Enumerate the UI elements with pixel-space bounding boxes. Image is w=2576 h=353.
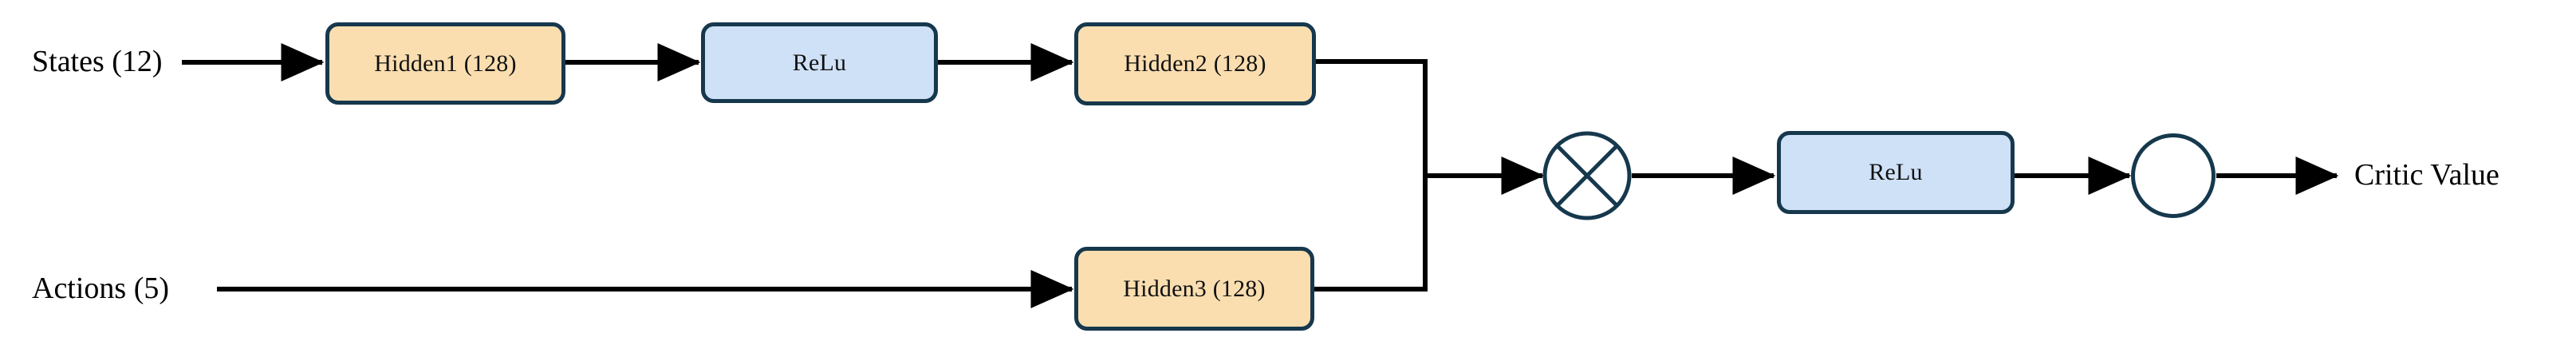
node-hidden1[interactable]: Hidden1 (128) [325, 22, 565, 105]
node-output-circle[interactable] [2131, 133, 2216, 218]
input-label-actions: Actions (5) [32, 272, 170, 305]
node-relu1[interactable]: ReLu [701, 22, 938, 103]
output-label-critic-value: Critic Value [2354, 158, 2499, 192]
node-hidden3[interactable]: Hidden3 (128) [1074, 247, 1314, 331]
node-hidden2[interactable]: Hidden2 (128) [1074, 22, 1316, 105]
input-label-states: States (12) [32, 45, 163, 78]
circled-times-icon [1542, 131, 1632, 220]
node-relu2[interactable]: ReLu [1777, 131, 2015, 214]
